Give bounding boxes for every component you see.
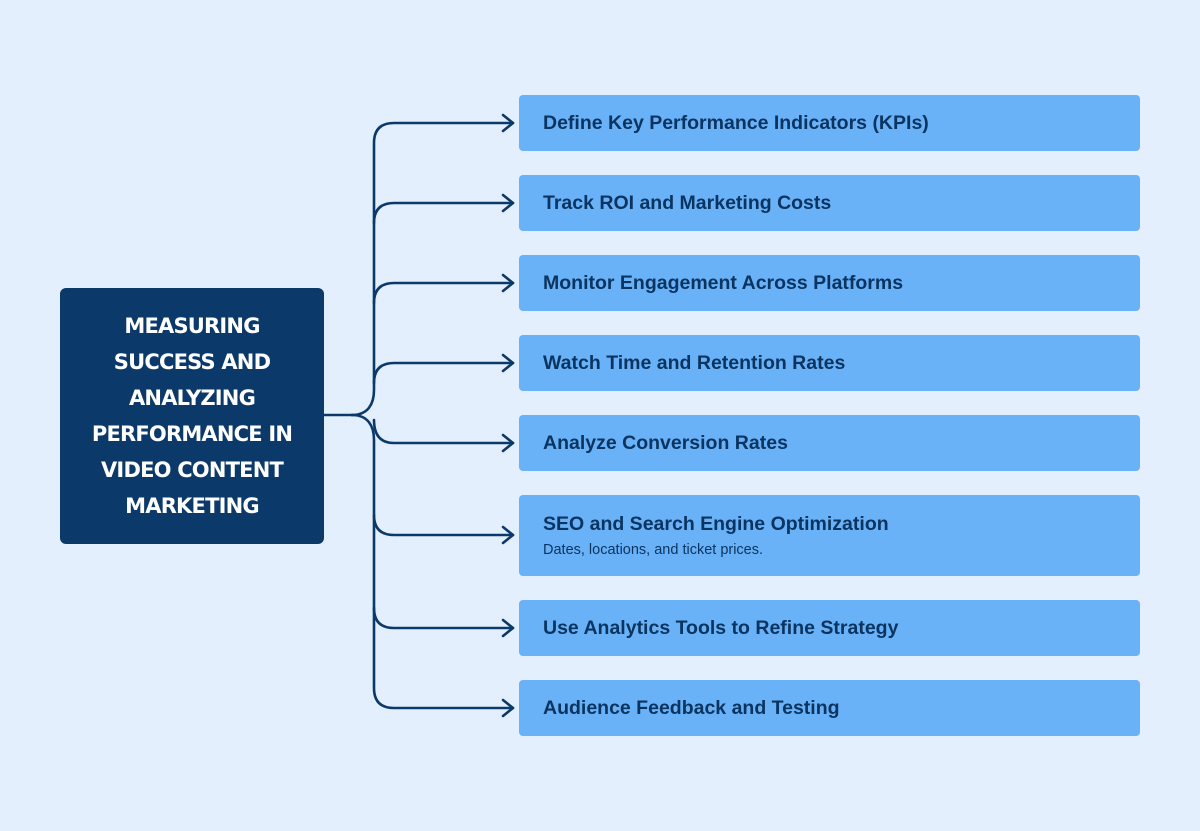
topic-item-label: SEO and Search Engine Optimization	[543, 513, 889, 535]
topic-item-watch-time: Watch Time and Retention Rates	[519, 335, 1140, 391]
topic-item-label: Track ROI and Marketing Costs	[543, 192, 832, 214]
arrow-head-icon	[501, 433, 515, 453]
connector-branch	[350, 121, 515, 417]
central-topic-box: Measuring Success and Analyzing Performa…	[60, 288, 324, 544]
topic-item-label: Use Analytics Tools to Refine Strategy	[543, 617, 899, 639]
topic-item-analytics-tools: Use Analytics Tools to Refine Strategy	[519, 600, 1140, 656]
topic-item-roi: Track ROI and Marketing Costs	[519, 175, 1140, 231]
connector-branch	[372, 513, 515, 537]
topic-item-feedback: Audience Feedback and Testing	[519, 680, 1140, 736]
arrow-head-icon	[501, 525, 515, 545]
topic-item-seo: SEO and Search Engine Optimization Dates…	[519, 495, 1140, 576]
topic-item-label: Define Key Performance Indicators (KPIs)	[543, 112, 929, 134]
central-topic-title: Measuring Success and Analyzing Performa…	[91, 314, 293, 518]
topic-item-engagement: Monitor Engagement Across Platforms	[519, 255, 1140, 311]
topic-item-label: Monitor Engagement Across Platforms	[543, 272, 904, 294]
topic-item-label: Audience Feedback and Testing	[543, 697, 840, 719]
arrow-head-icon	[501, 618, 515, 638]
connector-branch	[372, 281, 515, 305]
arrow-head-icon	[501, 698, 515, 718]
topic-item-description: Dates, locations, and ticket prices.	[543, 542, 764, 558]
connector-branch	[372, 418, 515, 445]
topic-item-conversion: Analyze Conversion Rates	[519, 415, 1140, 471]
topic-item-label: Analyze Conversion Rates	[543, 432, 788, 454]
arrow-head-icon	[501, 273, 515, 293]
connector-branch	[372, 606, 515, 630]
arrow-head-icon	[501, 113, 515, 133]
topic-item-kpis: Define Key Performance Indicators (KPIs)	[519, 95, 1140, 151]
connector-branch	[350, 413, 515, 710]
connector-branch	[372, 361, 515, 385]
topic-item-label: Watch Time and Retention Rates	[543, 352, 846, 374]
arrow-head-icon	[501, 193, 515, 213]
connector-branch	[372, 201, 515, 225]
arrow-head-icon	[501, 353, 515, 373]
